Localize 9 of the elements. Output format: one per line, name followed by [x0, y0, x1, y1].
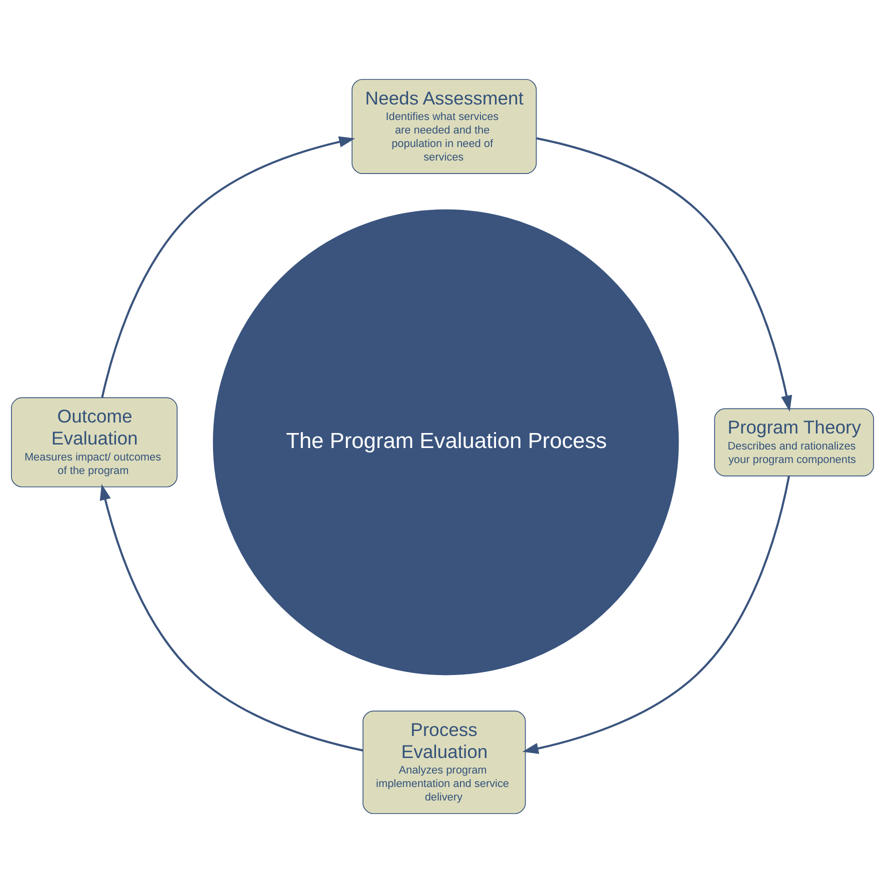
node-circle: The Program Evaluation Process [212, 208, 679, 675]
node-box: Outcome Evaluation Measures impact/ outcomes of the program [11, 396, 178, 487]
node-box: Program Theory Describes and rationalizes your program components [714, 408, 874, 476]
arrow [536, 136, 792, 412]
arrow [100, 483, 364, 751]
arrow [522, 475, 790, 754]
node-box: Process Evaluation Analyzes program implementation and service delivery [362, 710, 526, 814]
arrow [101, 136, 356, 398]
node-box: Needs Assessment Identifies what services are needed and the population in need of services [352, 78, 537, 174]
